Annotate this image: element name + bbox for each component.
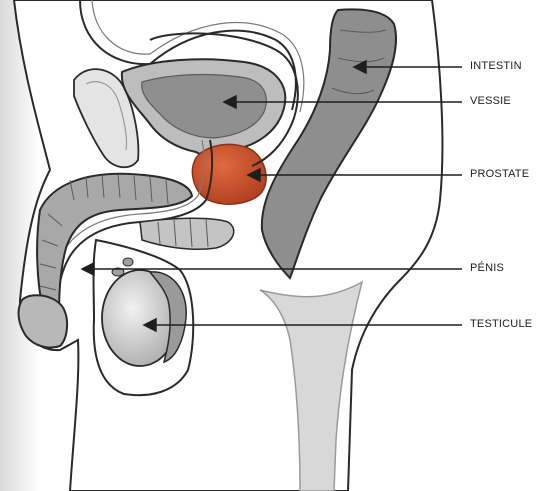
label-testicule: TESTICULE <box>470 318 532 330</box>
label-intestin: INTESTIN <box>470 60 522 72</box>
label-prostate: PROSTATE <box>470 168 529 180</box>
label-penis: PÉNIS <box>470 262 504 274</box>
label-vessie: VESSIE <box>470 95 511 107</box>
appendix-nub-2 <box>123 258 133 266</box>
